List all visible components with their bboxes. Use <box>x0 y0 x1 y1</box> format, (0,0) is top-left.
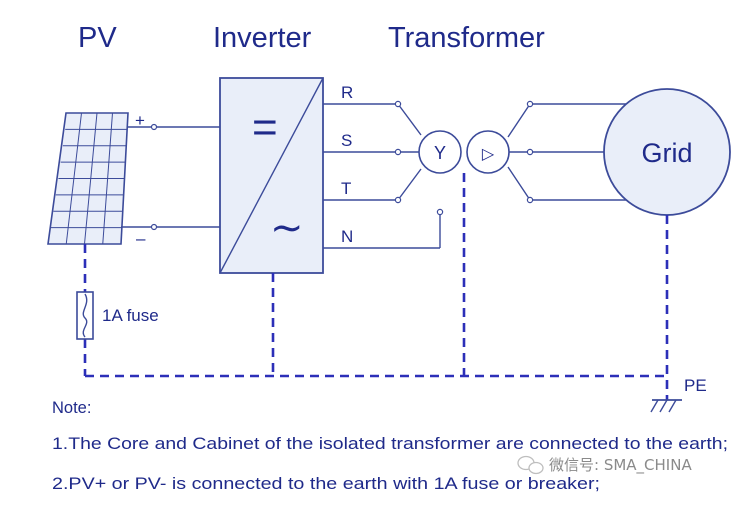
inverter-box <box>219 77 324 274</box>
transformer-secondary-wires <box>507 100 628 204</box>
output-label-r: R <box>341 83 353 102</box>
note-line-1: 1.The Core and Cabinet of the isolated t… <box>52 435 728 453</box>
pv-minus-node <box>150 223 158 231</box>
transformer-symbol <box>418 130 510 174</box>
fuse-label: 1A fuse <box>102 306 159 325</box>
ac-symbol: ∼ <box>270 205 304 251</box>
output-label-s: S <box>341 131 352 150</box>
grid-label: Grid <box>641 138 692 168</box>
wechat-icon <box>517 455 544 475</box>
pv-plus-node <box>150 123 158 131</box>
transformer-secondary-symbol: ▷ <box>482 144 495 163</box>
pv-panel <box>47 112 129 245</box>
inverter-output-wires <box>323 103 441 249</box>
note-line-2: 2.PV+ or PV- is connected to the earth w… <box>52 475 600 493</box>
dc-symbol: = <box>252 103 278 152</box>
output-label-n: N <box>341 227 353 246</box>
ground-icon <box>650 399 682 413</box>
pv-minus-label: – <box>136 229 146 248</box>
note-title: Note: <box>52 399 91 417</box>
transformer-primary-symbol: Y <box>434 143 446 163</box>
transformer-heading: Transformer <box>388 22 545 54</box>
pv-heading: PV <box>78 22 117 54</box>
output-label-t: T <box>341 179 351 198</box>
fuse-symbol <box>76 291 94 340</box>
pe-label: PE <box>684 376 707 395</box>
transformer-primary-wires <box>394 100 444 216</box>
watermark-text: 微信号: SMA_CHINA <box>549 456 692 475</box>
earth-wiring <box>83 173 669 400</box>
pv-plus-label: + <box>135 111 145 130</box>
inverter-heading: Inverter <box>213 22 312 54</box>
